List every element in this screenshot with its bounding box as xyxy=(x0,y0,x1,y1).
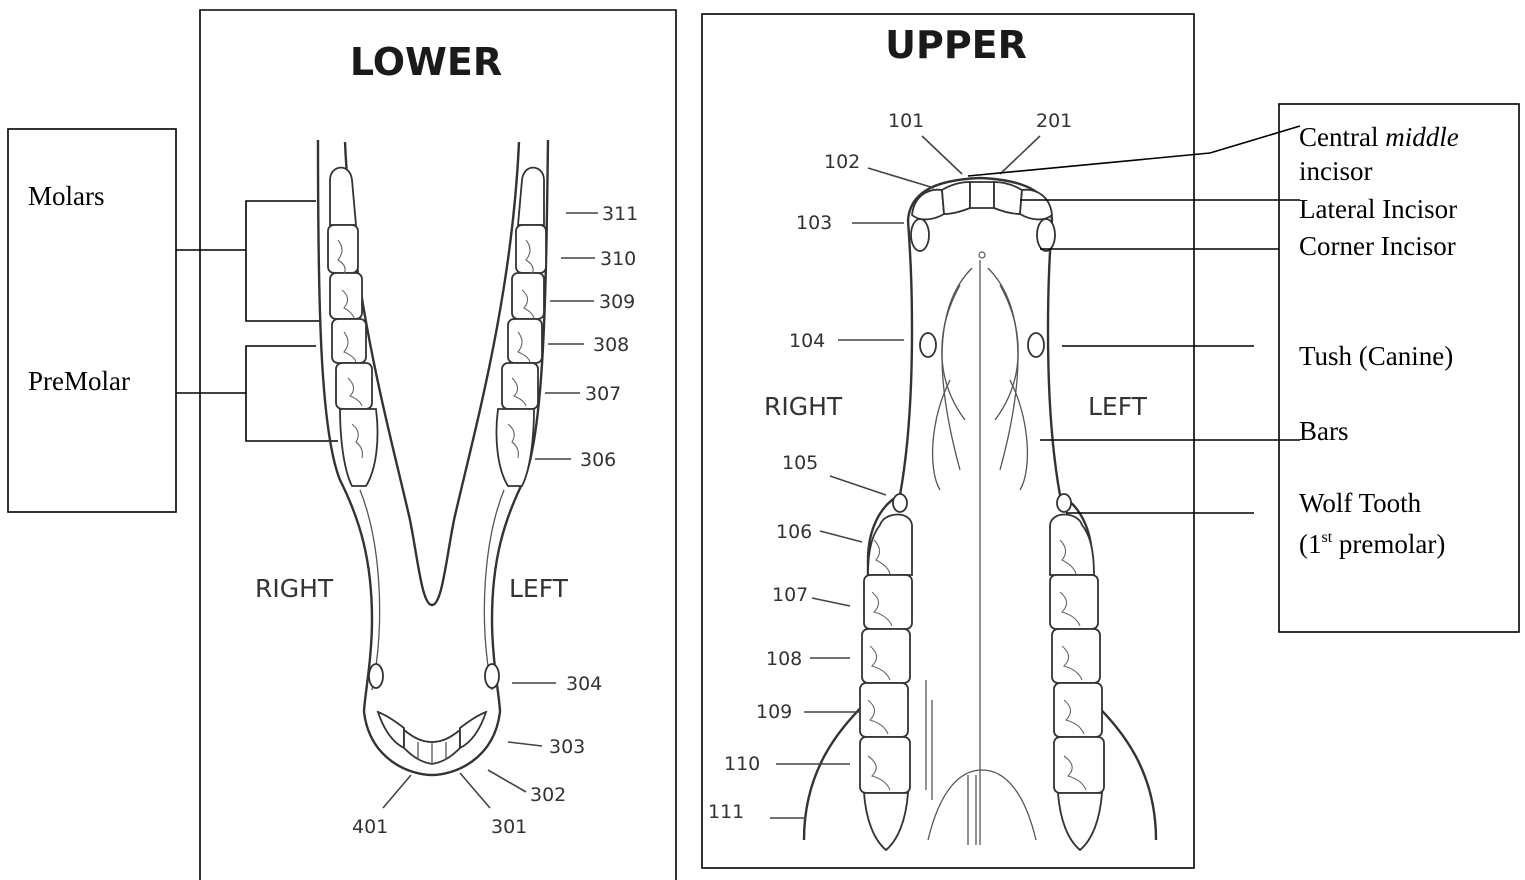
lower-left-label: LEFT xyxy=(509,574,569,603)
upper-panel-border xyxy=(702,14,1194,868)
legend-corner-incisor: Corner Incisor xyxy=(1299,231,1456,261)
tooth-307: 307 xyxy=(585,383,621,405)
upper-left-label: LEFT xyxy=(1088,392,1148,421)
upper-right-wolf-tooth xyxy=(893,494,907,512)
tooth-102: 102 xyxy=(824,151,860,173)
tooth-302: 302 xyxy=(530,784,566,806)
upper-left-tush xyxy=(1028,333,1044,357)
upper-right-label: RIGHT xyxy=(764,392,843,421)
tooth-105: 105 xyxy=(782,452,818,474)
upper-left-cheek-teeth xyxy=(1050,514,1104,850)
tooth-104: 104 xyxy=(789,330,825,352)
legend-tush: Tush (Canine) xyxy=(1299,341,1453,371)
tooth-308: 308 xyxy=(593,334,629,356)
lower-panel: LOWER xyxy=(200,10,676,880)
lower-incisors xyxy=(378,712,486,764)
lower-left-cheek-teeth xyxy=(496,168,546,486)
legend-wolf-tooth: Wolf Tooth xyxy=(1299,488,1422,518)
upper-panel: UPPER xyxy=(702,14,1194,868)
lower-right-label: RIGHT xyxy=(255,574,334,603)
legend-bars: Bars xyxy=(1299,416,1349,446)
legend-molars: Molars xyxy=(28,181,105,211)
tooth-201: 201 xyxy=(1036,110,1072,132)
upper-title: UPPER xyxy=(885,23,1027,67)
legend-premolar: PreMolar xyxy=(28,366,130,396)
upper-right-tush xyxy=(920,333,936,357)
tooth-303: 303 xyxy=(549,736,585,758)
tooth-107: 107 xyxy=(772,584,808,606)
legend-central-incisor-line2: incisor xyxy=(1299,156,1373,186)
upper-incisors xyxy=(911,182,1055,251)
upper-right-cheek-teeth xyxy=(860,514,912,850)
tooth-304: 304 xyxy=(566,673,602,695)
tooth-306: 306 xyxy=(580,449,616,471)
tooth-110: 110 xyxy=(724,753,760,775)
tooth-106: 106 xyxy=(776,521,812,543)
tooth-103: 103 xyxy=(796,212,832,234)
legend-wolf-tooth-line2: (1st premolar) xyxy=(1299,529,1445,559)
legend-lateral-incisor: Lateral Incisor xyxy=(1299,194,1457,224)
lower-right-cheek-teeth xyxy=(328,168,378,486)
tooth-101: 101 xyxy=(888,110,924,132)
tooth-109: 109 xyxy=(756,701,792,723)
lower-title: LOWER xyxy=(350,40,502,84)
tooth-310: 310 xyxy=(600,248,636,270)
tooth-311: 311 xyxy=(602,203,638,225)
upper-palate-ridge xyxy=(926,680,932,800)
tooth-401: 401 xyxy=(352,816,388,838)
legend-central-incisor: Central middle xyxy=(1299,122,1459,152)
upper-left-wolf-tooth xyxy=(1057,494,1071,512)
tooth-111: 111 xyxy=(708,801,744,823)
lower-right-tush xyxy=(369,664,383,688)
lower-number-leaders xyxy=(383,213,598,808)
lower-left-tush xyxy=(485,664,499,688)
tooth-108: 108 xyxy=(766,648,802,670)
tooth-309: 309 xyxy=(599,291,635,313)
tooth-301: 301 xyxy=(491,816,527,838)
